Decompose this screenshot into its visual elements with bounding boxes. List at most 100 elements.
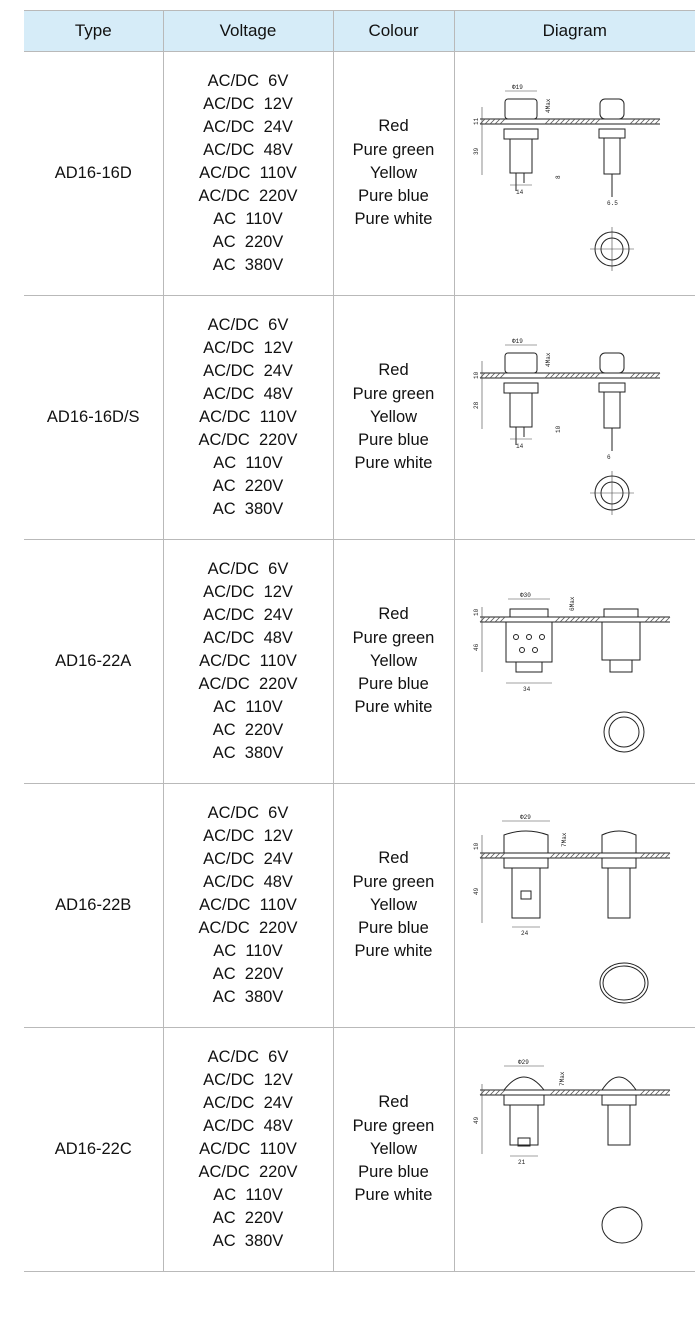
panel-hatch — [644, 616, 651, 622]
type-cell: AD16-22C — [24, 1027, 163, 1272]
panel-hatch — [654, 852, 661, 858]
panel-hatch — [494, 616, 501, 622]
side-body — [607, 867, 631, 918]
panel-hatch — [554, 1089, 561, 1095]
side-ring — [601, 1094, 637, 1105]
terminal — [512, 633, 519, 640]
voltage-option: AC 380V — [212, 500, 284, 518]
panel-hatch — [574, 372, 581, 378]
voltage-option: AC/DC 24V — [203, 118, 293, 136]
colour-option: Pure green — [352, 1116, 435, 1135]
colour-option: Red — [378, 605, 409, 624]
panel-hatch — [554, 616, 561, 622]
panel-hatch — [664, 616, 671, 622]
voltage-option: AC/DC 110V — [199, 652, 297, 670]
panel-hatch — [544, 118, 551, 124]
colour-option: Pure green — [352, 140, 435, 159]
voltage-option: AC 220V — [212, 233, 284, 251]
top-label: 10 — [473, 842, 480, 850]
panel-hatch — [489, 616, 496, 622]
body — [509, 392, 533, 427]
terminal — [520, 890, 532, 899]
panel-hatch — [654, 1089, 661, 1095]
voltage-option: AC/DC 110V — [199, 1140, 297, 1158]
panel-hatch — [544, 372, 551, 378]
voltage-option: AC/DC 48V — [203, 141, 293, 159]
panel-hatch — [659, 616, 666, 622]
panel-hatch — [639, 852, 646, 858]
width-label: 14 — [516, 443, 524, 450]
panel-hatch — [639, 1089, 646, 1095]
voltage-option: AC/DC 24V — [203, 362, 293, 380]
diameter-label: Φ30 — [520, 592, 531, 599]
panel-hatch — [489, 1089, 496, 1095]
terminal — [517, 1137, 531, 1146]
colour-option: Red — [378, 849, 409, 868]
voltage-option: AC/DC 48V — [203, 873, 293, 891]
panel-hatch — [659, 852, 666, 858]
panel-hatch — [649, 372, 656, 378]
panel-hatch — [584, 616, 591, 622]
colour-option: Pure blue — [358, 1163, 429, 1182]
side-base — [609, 659, 633, 672]
voltage-option: AC/DC 220V — [198, 919, 298, 937]
lens-dome — [503, 830, 549, 853]
panel-hatch — [649, 118, 656, 124]
colour-option: Yellow — [369, 895, 418, 914]
panel-hatch — [549, 1089, 556, 1095]
panel-hatch — [569, 1089, 576, 1095]
diameter-label: Φ19 — [512, 338, 523, 345]
voltage-option: AC/DC 24V — [203, 1094, 293, 1112]
panel-hatch — [584, 118, 591, 124]
colour-option: Pure white — [354, 942, 433, 961]
voltage-option: AC/DC 110V — [199, 408, 297, 426]
header-diagram: Diagram — [453, 10, 695, 52]
voltage-option: AC/DC 6V — [207, 72, 289, 90]
panel-hatch — [574, 1089, 581, 1095]
diameter-label: Φ19 — [512, 84, 523, 91]
panel-hatch — [664, 852, 671, 858]
terminal — [525, 633, 532, 640]
top-label: 10 — [473, 371, 480, 379]
colour-option: Pure white — [354, 1186, 433, 1205]
voltage-option: AC 110V — [213, 1186, 283, 1204]
panel-hatch — [574, 616, 581, 622]
panel-hatch — [494, 1089, 501, 1095]
voltage-option: AC/DC 6V — [207, 1048, 289, 1066]
panel-hatch — [559, 616, 566, 622]
panel-hatch — [479, 118, 486, 124]
panel-hatch — [484, 118, 491, 124]
panel-label: 4Max — [545, 98, 552, 113]
panel-hatch — [594, 1089, 601, 1095]
base — [515, 661, 543, 672]
nut — [503, 128, 539, 139]
height-label: 49 — [473, 887, 480, 895]
panel-hatch — [549, 118, 556, 124]
voltage-option: AC 110V — [213, 210, 283, 228]
panel-hatch — [589, 1089, 596, 1095]
top-label: 10 — [473, 608, 480, 616]
voltage-option: AC/DC 48V — [203, 385, 293, 403]
panel-hatch — [554, 852, 561, 858]
colour-option: Pure blue — [358, 187, 429, 206]
voltage-option: AC 220V — [212, 1209, 284, 1227]
side-body — [601, 621, 641, 660]
panel-hatch — [639, 372, 646, 378]
panel-hatch — [654, 118, 661, 124]
voltage-option: AC 380V — [212, 1232, 284, 1250]
panel-hatch — [564, 118, 571, 124]
panel-hatch — [589, 852, 596, 858]
panel-hatch — [479, 1089, 486, 1095]
panel-hatch — [589, 372, 596, 378]
lens-cap — [504, 352, 538, 373]
